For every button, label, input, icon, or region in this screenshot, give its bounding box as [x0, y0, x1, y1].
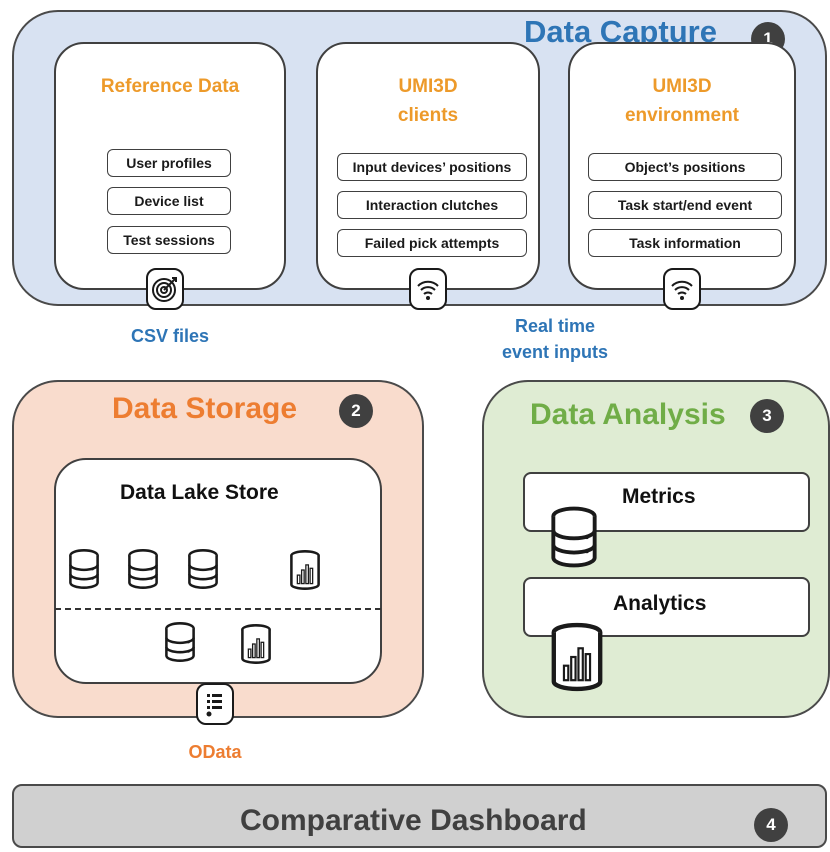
task-start-end-event-item: Task start/end event — [588, 191, 782, 219]
metrics-title: Metrics — [622, 485, 696, 508]
umi3d-environment-title-line2: environment — [624, 105, 740, 126]
interaction-clutches-item: Interaction clutches — [337, 191, 527, 219]
user-profiles-item: User profiles — [107, 149, 231, 177]
test-sessions-item: Test sessions — [107, 226, 231, 254]
reference-data-title: Reference Data — [100, 76, 240, 97]
data-analysis-title: Data Analysis — [530, 398, 726, 431]
lake-divider — [55, 608, 381, 610]
database-icon — [126, 548, 160, 590]
odata-label: OData — [188, 742, 242, 762]
step-badge-4: 4 — [754, 808, 788, 842]
umi3d-clients-title-line2: clients — [397, 105, 459, 126]
objects-positions-item: Object’s positions — [588, 153, 782, 181]
data-lake-store-box — [54, 458, 382, 684]
umi3d-environment-title-line1: UMI3D — [652, 76, 712, 97]
wifi-icon — [663, 268, 701, 310]
data-lake-store-title: Data Lake Store — [120, 481, 279, 504]
odata-icon — [196, 683, 234, 725]
analytics-title: Analytics — [613, 592, 707, 615]
step-badge-2: 2 — [339, 394, 373, 428]
comparative-dashboard-bar — [12, 784, 827, 848]
metrics-card — [523, 472, 810, 532]
step-badge-3: 3 — [750, 399, 784, 433]
failed-pick-attempts-item: Failed pick attempts — [337, 229, 527, 257]
csv-files-label: CSV files — [130, 326, 210, 346]
input-devices-positions-item: Input devices’ positions — [337, 153, 527, 181]
target-icon — [146, 268, 184, 310]
wifi-icon — [409, 268, 447, 310]
umi3d-clients-title-line1: UMI3D — [398, 76, 458, 97]
database-icon — [548, 506, 600, 568]
realtime-label-line2: event inputs — [501, 342, 608, 362]
bar-chart-database-icon — [239, 623, 273, 665]
device-list-item: Device list — [107, 187, 231, 215]
comparative-dashboard-title: Comparative Dashboard — [240, 804, 587, 837]
realtime-label-line1: Real time — [514, 316, 596, 336]
database-icon — [186, 548, 220, 590]
bar-chart-database-icon — [548, 622, 606, 692]
database-icon — [67, 548, 101, 590]
bar-chart-database-icon — [288, 549, 322, 591]
database-icon — [163, 621, 197, 663]
data-storage-title: Data Storage — [112, 392, 298, 425]
task-information-item: Task information — [588, 229, 782, 257]
data-analysis-panel — [482, 380, 830, 718]
